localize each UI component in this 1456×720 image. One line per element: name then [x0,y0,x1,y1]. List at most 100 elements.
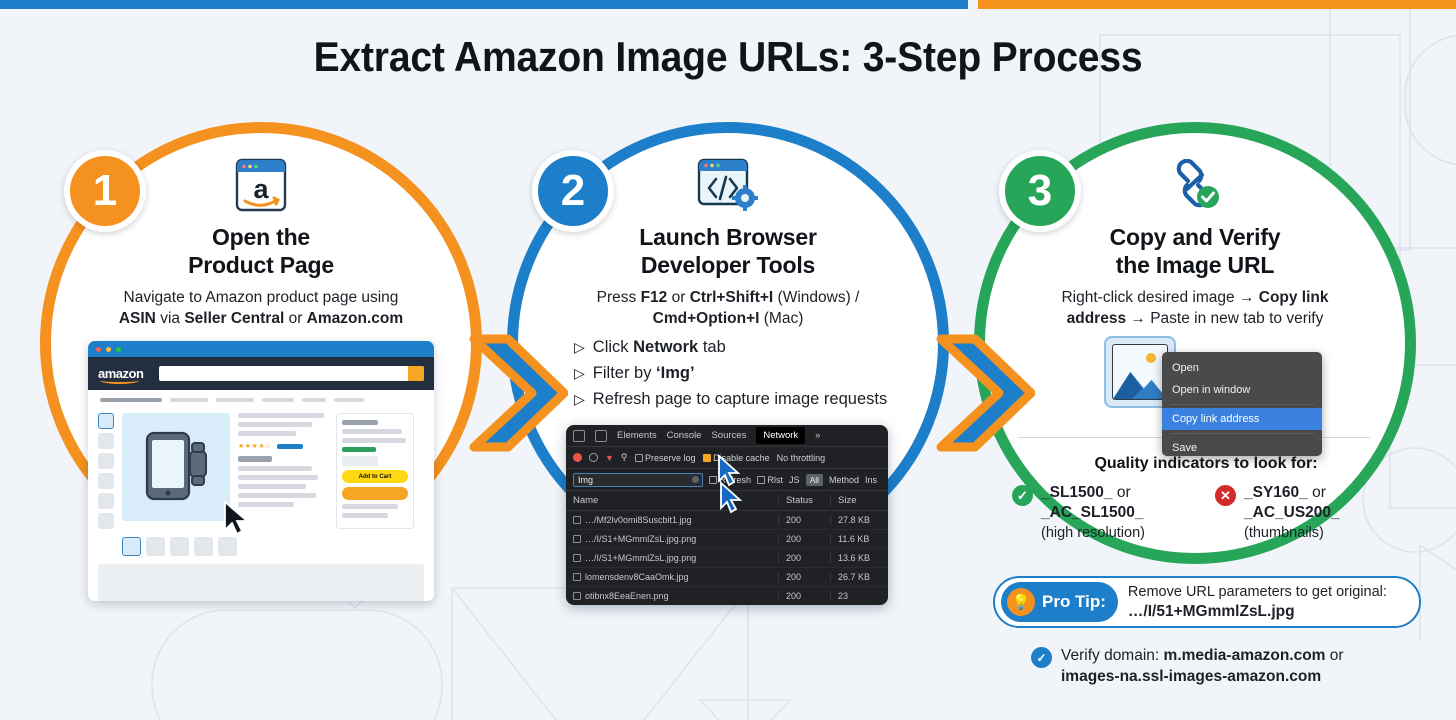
step-2-description: Press F12 or Ctrl+Shift+I (Windows) / Cm… [537,287,919,329]
top-accent-bar-orange [978,0,1456,9]
quality-indicators-title: Quality indicators to look for: [1094,455,1318,472]
step-2-number-badge: 2 [532,150,614,232]
menu-item-copy-link-address[interactable]: Copy link address [1162,408,1322,430]
throttling-select[interactable]: No throttling [776,452,826,463]
row-thumbnail[interactable] [218,537,237,556]
window-maximize-dot [116,346,121,352]
search-icon[interactable]: ⚲ [620,452,628,462]
row-thumbnail[interactable] [146,537,165,556]
triangle-bullet-icon: ▷ [574,365,585,381]
menu-separator [1170,433,1314,434]
mockup-nav-tabs [88,390,434,405]
devtools-tab-bar: Elements Console Sources Network » [566,425,888,447]
step-2-desc-line2: Cmd+Option+I (Mac) [652,310,804,327]
buy-now-button[interactable] [342,487,408,500]
column-header-name[interactable]: Name [573,495,599,506]
quality-bad-note: (thumbnails) [1244,525,1324,541]
step-2-desc-line1: Press F12 or Ctrl+Shift+I (Windows) / [596,289,860,306]
filter-js[interactable]: JS [789,474,800,485]
step-1-desc-line2: ASIN via Seller Central or Amazon.com [118,310,404,327]
row-thumbnail-selected[interactable] [122,537,141,556]
quality-good-line1: _SL1500_ [1041,484,1113,501]
thumbnail[interactable] [98,453,114,469]
verify-domain-row: ✓ Verify domain: m.media-amazon.com or i… [1031,645,1431,687]
step-2-content: Launch Browser Developer Tools Press F12… [537,155,919,329]
row-thumbnail[interactable] [170,537,189,556]
device-toolbar-icon[interactable] [595,429,607,442]
column-header-size[interactable]: Size [830,495,888,506]
pro-tip-pill: 💡 Pro Tip: [1001,582,1118,622]
pro-tip-box: 💡 Pro Tip: Remove URL parameters to get … [993,576,1421,628]
tab-elements[interactable]: Elements [617,430,657,441]
page-title: Extract Amazon Image URLs: 3-Step Proces… [313,33,1143,80]
row-thumbnail[interactable] [194,537,213,556]
quality-indicator-bad: ✕ _SY160_ or _AC_US200_ (thumbnails) [1215,483,1400,543]
filter-rlst[interactable]: Rlst [757,475,783,485]
clear-button[interactable] [589,453,598,462]
tab-console[interactable]: Console [666,430,702,441]
step-2-title-line2: Developer Tools [640,252,816,278]
cell-name: …/I/S1+MGmmlZsL.jpg.png [566,534,778,544]
column-header-status[interactable]: Status [778,495,830,506]
amazon-search-bar[interactable] [159,366,424,381]
cell-status: 200 [778,553,830,563]
mouse-cursor-filter-input [718,480,744,520]
top-accent-bar-blue [0,0,968,9]
preserve-log-checkbox[interactable]: Preserve log [634,453,696,463]
filter-icon[interactable]: ▼ [605,452,614,463]
tab-network[interactable]: Network [756,427,806,444]
add-to-cart-button[interactable]: Add to Cart [342,470,408,483]
step-1-number-badge: 1 [64,150,146,232]
image-placeholder [1112,344,1168,400]
menu-item-save[interactable]: Save [1172,442,1198,454]
devtools-filter-bar: Img Refresh Rlst JS All Method Ins [566,469,888,491]
thumbnail[interactable] [98,433,114,449]
mockup-thumbnail-column [98,413,114,529]
mockup-footer-block [98,564,424,601]
quality-bad-line2: _AC_US200_ [1244,504,1340,521]
mockup-product-info: ★★★★☆ [238,413,328,529]
code-window-gear-icon [537,155,919,217]
thumbnail[interactable] [98,513,114,529]
nav-tab [302,397,326,402]
thumbnail[interactable] [98,493,114,509]
cell-name: lomensdenv8CaaOmk.jpg [566,572,778,582]
mockup-titlebar [88,341,434,357]
step-3-desc-line1: Right-click desired image → Copy link [1061,289,1329,306]
nav-tab [100,397,162,402]
refresh-checkbox[interactable]: Refresh [709,475,751,485]
thumbnail-selected[interactable] [98,413,114,429]
cell-size: 13.6 KB [830,553,888,563]
step-1-description: Navigate to Amazon product page using AS… [70,287,452,329]
tab-sources[interactable]: Sources [711,430,747,441]
filter-input[interactable]: Img [573,472,703,487]
menu-item-open-in-window[interactable]: Open in window [1172,384,1251,396]
inspect-element-icon[interactable] [573,429,585,442]
quality-indicators-section: Quality indicators to look for: ✓ _SL150… [1012,455,1400,543]
thumbnail[interactable] [98,473,114,489]
record-button[interactable] [573,453,582,462]
disable-cache-checkbox[interactable]: Disable cache [702,453,770,463]
column-ins[interactable]: Ins [865,474,878,485]
quality-indicator-row: ✓ _SL1500_ or _AC_SL1500_ (high resoluti… [1012,483,1400,543]
pro-tip-example-url: …/I/51+MGmmlZsL.jpg [1127,602,1295,620]
check-circle-icon: ✓ [1031,647,1052,668]
check-circle-icon: ✓ [1012,485,1033,506]
step-3-title: Copy and Verify the Image URL [1004,223,1386,279]
step-3-title-line2: the Image URL [1115,252,1275,278]
product-rating-stars: ★★★★☆ [238,443,272,450]
verify-domain-text: Verify domain: m.media-amazon.com or ima… [1061,647,1344,685]
step-1-content: a Open the Product Page Navigate to Amaz… [70,155,452,329]
more-tabs-icon[interactable]: » [815,430,821,441]
filter-all[interactable]: All [805,473,824,486]
menu-item-open[interactable]: Open [1172,362,1199,374]
column-method[interactable]: Method [829,474,860,485]
step-3-desc-line2: address → Paste in new tab to verify [1066,310,1324,327]
window-close-dot [96,346,101,352]
cell-name: otibnx8EeaEnen.png [566,591,778,601]
